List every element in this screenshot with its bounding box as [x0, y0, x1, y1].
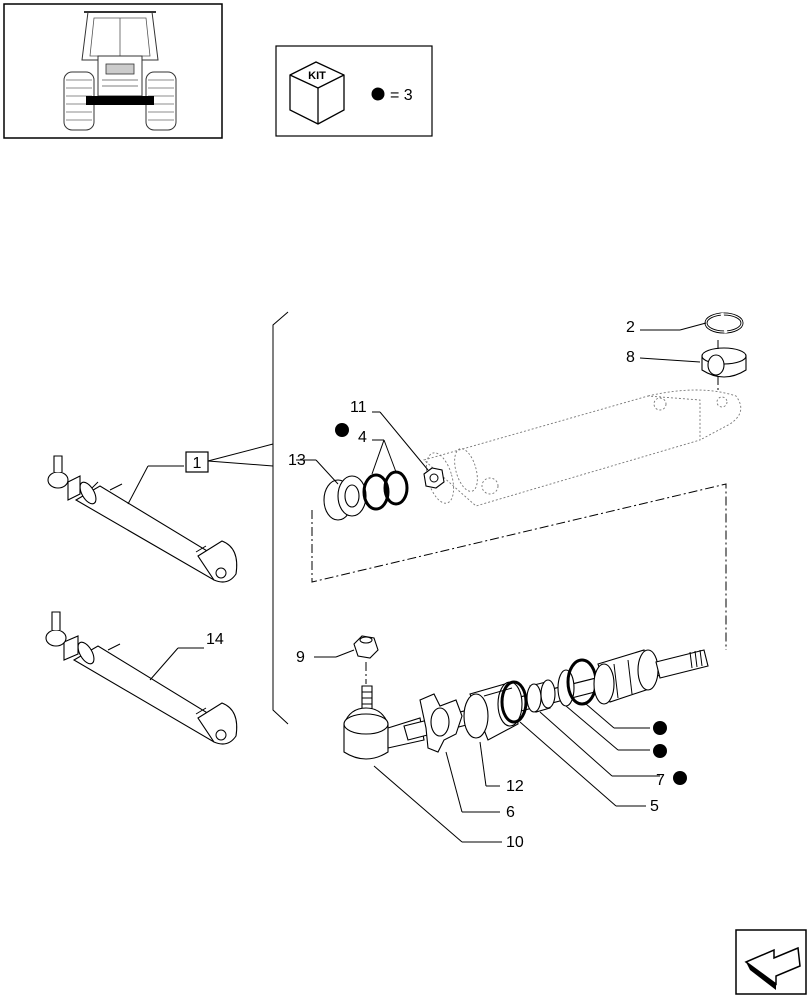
part-2-snap-ring[interactable] — [704, 312, 744, 334]
assembly-bracket — [207, 311, 289, 725]
callout-11: 11 — [350, 399, 367, 416]
kit-marker-b — [653, 721, 667, 735]
kit-marker-dot — [371, 87, 385, 101]
part-13-seal[interactable] — [323, 475, 367, 521]
callout-4: 4 — [358, 429, 367, 446]
kit-label: KIT — [308, 70, 326, 82]
callout-13: 13 — [288, 452, 306, 469]
callout-5: 5 — [650, 798, 659, 815]
callout-10: 10 — [506, 834, 524, 851]
next-page-arrow-icon[interactable] — [735, 929, 807, 995]
steering-cylinder-assembly-1[interactable] — [47, 455, 238, 583]
part-7-backup-ring[interactable] — [526, 679, 556, 713]
assembly-path — [311, 483, 727, 650]
part-9-nut[interactable] — [353, 635, 379, 659]
part-11-nut[interactable] — [423, 467, 445, 489]
steering-cylinder-assembly-14[interactable] — [45, 611, 238, 745]
kit-marker-7 — [673, 771, 687, 785]
part-8-bushing[interactable] — [701, 347, 747, 378]
part-10-tie-rod-end[interactable] — [343, 685, 425, 760]
callout-2: 2 — [626, 319, 635, 336]
callout-1: 1 — [193, 455, 202, 472]
tractor-thumbnail[interactable] — [3, 3, 223, 139]
kit-legend: KIT = 3 — [275, 45, 433, 137]
part-12-gland[interactable] — [463, 681, 523, 741]
cylinder-body-ghost — [423, 389, 742, 507]
part-5-o-ring[interactable] — [500, 680, 528, 724]
callout-12: 12 — [506, 778, 524, 795]
kit-box-icon: KIT — [289, 61, 345, 125]
callout-9: 9 — [296, 649, 305, 666]
callout-6: 6 — [506, 804, 515, 821]
callout-8: 8 — [626, 349, 635, 366]
callout-14: 14 — [206, 631, 224, 648]
callout-7: 7 — [656, 772, 665, 789]
callout-1-box[interactable]: 1 — [185, 451, 209, 473]
part-6-lock-washer[interactable] — [419, 693, 463, 753]
rod-threaded-end — [655, 649, 709, 679]
kit-marker-4 — [335, 423, 349, 437]
part-4-o-rings[interactable] — [362, 470, 409, 511]
kit-quantity: = 3 — [390, 87, 413, 104]
kit-marker-a — [653, 744, 667, 758]
piston[interactable] — [593, 649, 659, 705]
